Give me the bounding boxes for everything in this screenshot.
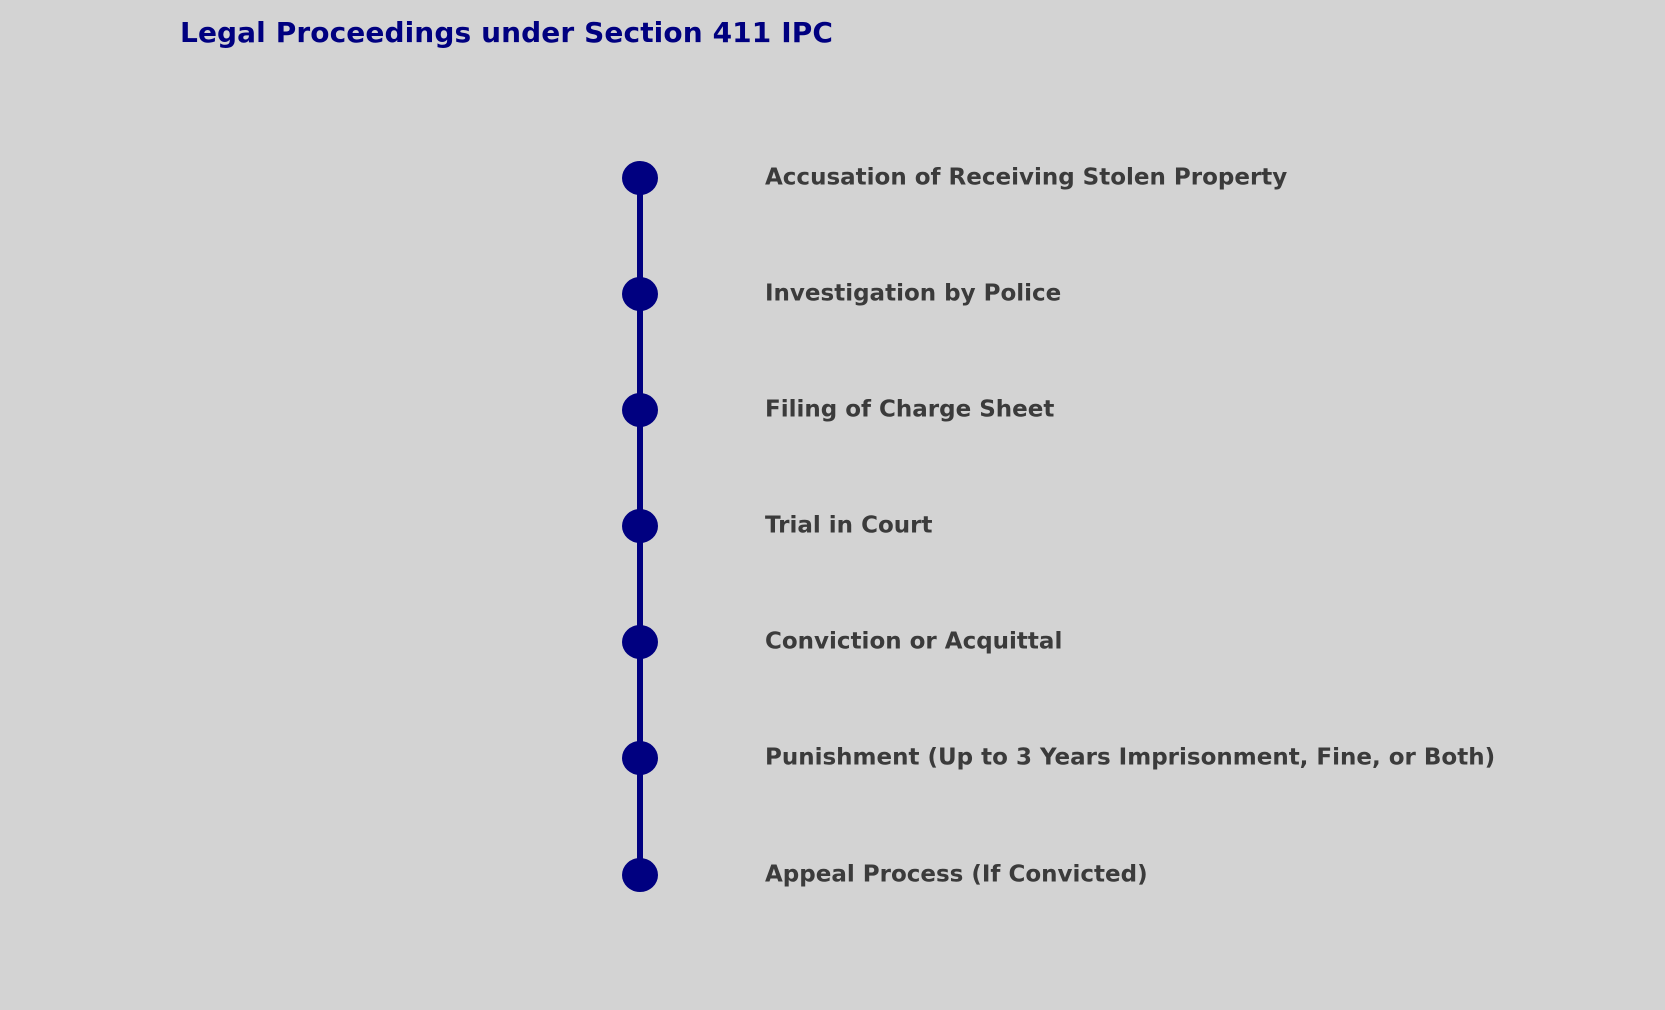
timeline-marker-icon[interactable] [622,625,658,659]
timeline-step-label: Trial in Court [765,512,933,539]
timeline-step-label: Appeal Process (If Convicted) [765,861,1148,888]
timeline-step-label: Punishment (Up to 3 Years Imprisonment, … [765,744,1496,771]
timeline-step-label: Conviction or Acquittal [765,628,1063,655]
timeline-step-label: Accusation of Receiving Stolen Property [765,164,1288,191]
timeline-marker-icon[interactable] [622,509,658,543]
timeline-step-label: Filing of Charge Sheet [765,396,1055,423]
timeline-marker-icon[interactable] [622,393,658,427]
timeline-step-label: Investigation by Police [765,280,1062,307]
timeline-marker-icon[interactable] [622,858,658,892]
timeline-marker-icon[interactable] [622,277,658,311]
page-title: Legal Proceedings under Section 411 IPC [180,16,833,49]
timeline-marker-icon[interactable] [622,741,658,775]
timeline-marker-icon[interactable] [622,161,658,195]
